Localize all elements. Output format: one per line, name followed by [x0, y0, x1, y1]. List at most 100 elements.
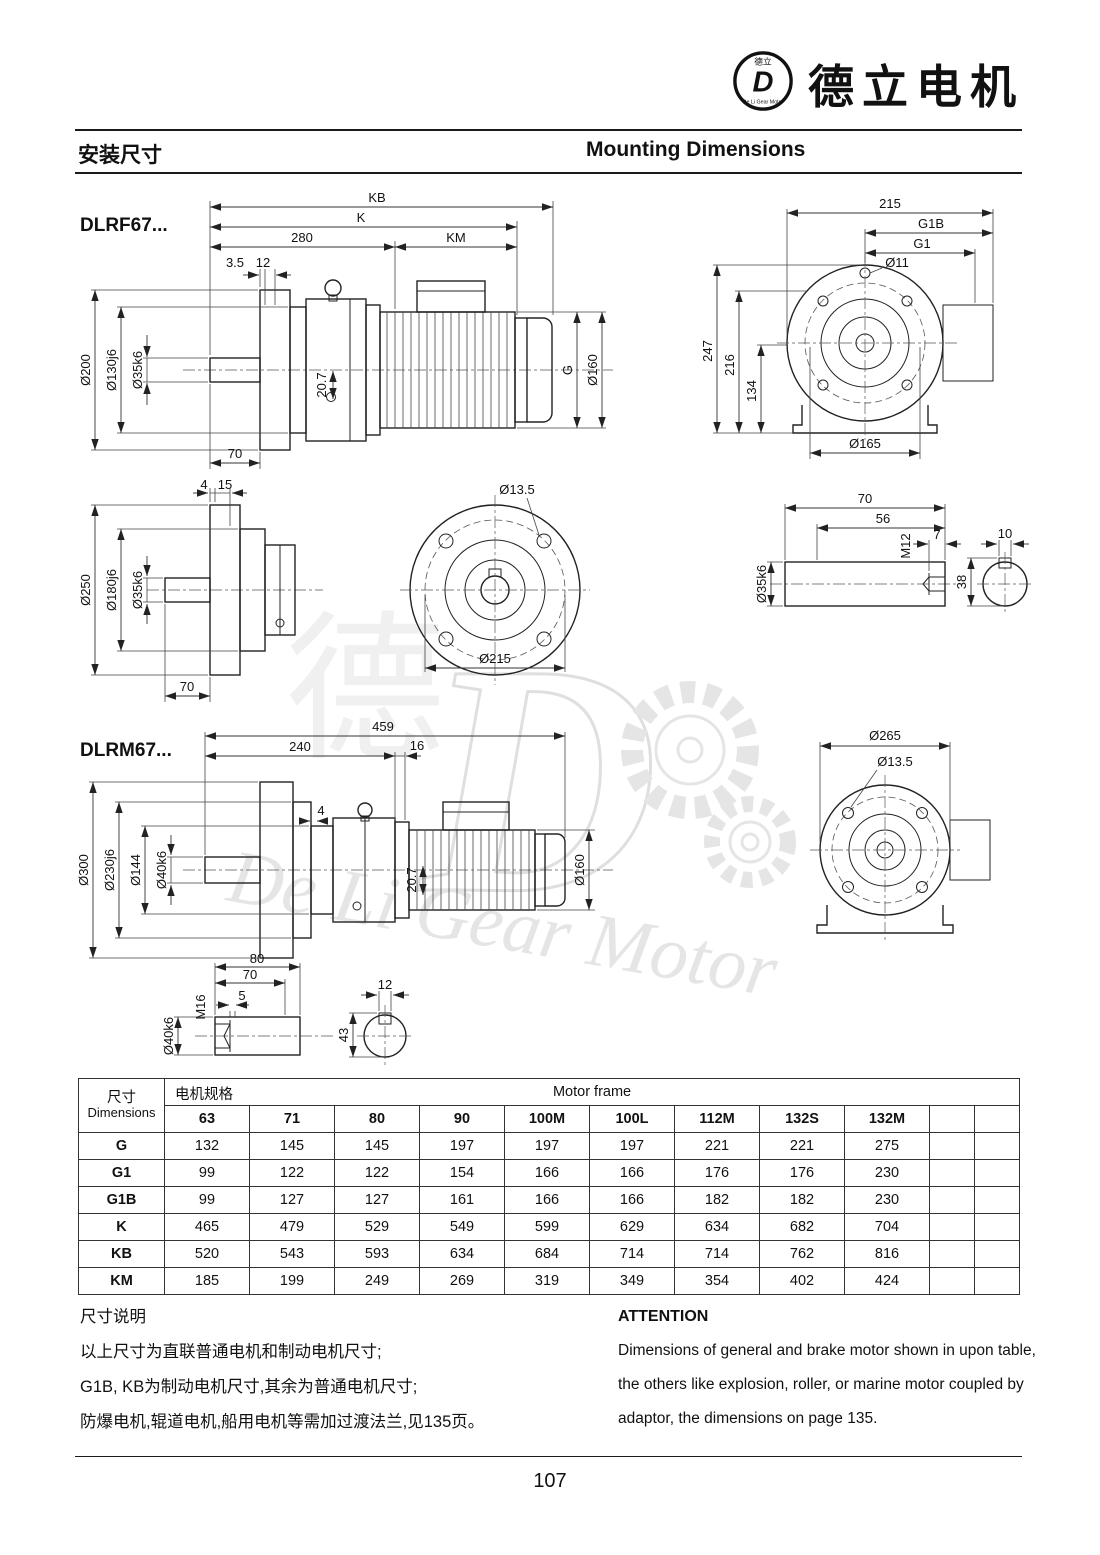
table-empty-cell [973, 1159, 1021, 1187]
cell: 424 [844, 1267, 930, 1295]
dlrf-shaft-dimensions: 70 56 7 M12 Ø35k6 [754, 491, 961, 607]
page-title-cn: 安装尺寸 [78, 144, 162, 167]
dim-label: 215 [879, 196, 901, 211]
row-label: KB [78, 1240, 165, 1268]
dlrm-key-section-view [357, 1005, 413, 1065]
logo-subtext: De Li Gear Motor [743, 99, 784, 105]
dim-label: 10 [998, 526, 1012, 541]
dim-label: KB [368, 190, 385, 205]
cell: 269 [419, 1267, 505, 1295]
notes-cn-line: 以上尺寸为直联普通电机和制动电机尺寸; [80, 1343, 382, 1361]
watermark-gear-small [704, 796, 796, 888]
dim-label: 280 [291, 230, 313, 245]
dim-label: 70 [243, 967, 257, 982]
cell: 197 [504, 1132, 590, 1160]
cell: 182 [759, 1186, 845, 1214]
cell: 275 [844, 1132, 930, 1160]
dlrm-front-dimensions: Ø265 Ø13.5 [819, 728, 951, 842]
watermark-letter: D [415, 597, 658, 962]
cell: 354 [674, 1267, 760, 1295]
dim-label: 70 [180, 679, 194, 694]
dimensions-table: 尺寸 Dimensions 电机规格 Motor frame 63 71 80 … [78, 1078, 1021, 1295]
table-empty-cell [929, 1105, 975, 1133]
cell: 230 [844, 1159, 930, 1187]
cell: 166 [589, 1159, 675, 1187]
dim-label: 459 [372, 719, 394, 734]
dim-label: Ø200 [78, 354, 93, 386]
dlrf-key-dimensions: 10 38 [954, 526, 1029, 607]
dim-label: G1B [918, 216, 944, 231]
cell: 402 [759, 1267, 845, 1295]
header: 德立 D De Li Gear Motor 德立电机 [732, 50, 1024, 117]
dim-label: Ø144 [128, 854, 143, 886]
notes-en-line: the others like explosion, roller, or ma… [618, 1376, 1024, 1393]
cell: 816 [844, 1240, 930, 1268]
row-label: G [78, 1132, 165, 1160]
dim-label: Ø265 [869, 728, 901, 743]
cell: 197 [589, 1132, 675, 1160]
cell: 145 [334, 1132, 420, 1160]
table-row: G 132 145 145 197 197 197 221 221 275 [78, 1132, 1021, 1160]
watermark-gear-large [621, 681, 759, 819]
dlrf-flange-side-view [147, 504, 323, 676]
dim-label: 4 [200, 477, 207, 492]
dlrf-side-view [183, 279, 613, 451]
cell: 714 [674, 1240, 760, 1268]
dlrf-shaft-detail-view [770, 561, 963, 607]
dim-label: Ø13.5 [499, 482, 534, 497]
table-dim-cn: 尺寸 [107, 1089, 136, 1106]
cell: 122 [334, 1159, 420, 1187]
col-header: 90 [419, 1105, 505, 1133]
table-column-header-row: 63 71 80 90 100M 100L 112M 132S 132M [79, 1105, 1021, 1133]
col-header: 63 [164, 1105, 250, 1133]
table-row: KM 185 199 249 269 319 349 354 402 424 [78, 1267, 1021, 1295]
cell: 479 [249, 1213, 335, 1241]
notes-en-title: ATTENTION [618, 1308, 709, 1325]
dim-label: 20.7 [404, 867, 419, 892]
dim-label: 3.5 [226, 255, 244, 270]
cell: 154 [419, 1159, 505, 1187]
cell: 549 [419, 1213, 505, 1241]
motor-spec-cn: 电机规格 [175, 1087, 233, 1103]
dim-label: 12 [378, 977, 392, 992]
table-empty-cell [973, 1132, 1021, 1160]
cell: 199 [249, 1267, 335, 1295]
dlrf-drawing-details: 4 15 Ø250 Ø180j6 Ø35k6 70 [78, 477, 1033, 702]
notes-en-line: Dimensions of general and brake motor sh… [618, 1342, 1036, 1359]
cell: 176 [674, 1159, 760, 1187]
dim-label: 7 [933, 527, 940, 542]
dim-label: G1 [913, 236, 930, 251]
dim-label: Ø35k6 [130, 351, 145, 389]
dim-label: 16 [410, 738, 424, 753]
dlrm-shaft-drawing: 80 70 5 M16 Ø40k6 12 43 [161, 951, 413, 1065]
dim-label: Ø250 [78, 574, 93, 606]
cell: 166 [504, 1159, 590, 1187]
dim-label: Ø35k6 [754, 565, 769, 603]
page-title-en: Mounting Dimensions [586, 138, 806, 161]
table-empty-cell [973, 1213, 1021, 1241]
table-empty-cell [973, 1267, 1021, 1295]
logo-letter: D [753, 67, 774, 99]
cell: 99 [164, 1186, 250, 1214]
cell: 127 [334, 1186, 420, 1214]
cell: 634 [419, 1240, 505, 1268]
dim-label: Ø300 [76, 854, 91, 886]
table-row: G1 99 122 122 154 166 166 176 176 230 [78, 1159, 1021, 1187]
cell: 145 [249, 1132, 335, 1160]
section-label-dlrf67: DLRF67... [80, 215, 168, 236]
cell: 249 [334, 1267, 420, 1295]
brand-logo: 德立 D De Li Gear Motor [732, 50, 794, 117]
page-number: 107 [533, 1470, 567, 1492]
dlrm-shaft-dimensions: 80 70 5 M16 Ø40k6 [161, 951, 301, 1056]
cell: 684 [504, 1240, 590, 1268]
dlrf-flange-front-dimensions: Ø13.5 Ø215 [424, 482, 566, 672]
dim-label: Ø160 [572, 854, 587, 886]
dlrm-key-dimensions: 12 43 [336, 977, 409, 1058]
row-label: KM [78, 1267, 165, 1295]
notes-cn-line: G1B, KB为制动电机尺寸,其余为普通电机尺寸; [80, 1378, 418, 1396]
cell: 599 [504, 1213, 590, 1241]
table-empty-cell [973, 1186, 1021, 1214]
dim-label: 4 [317, 803, 324, 818]
dim-label: 240 [289, 739, 311, 754]
dim-label: Ø130j6 [104, 349, 119, 391]
